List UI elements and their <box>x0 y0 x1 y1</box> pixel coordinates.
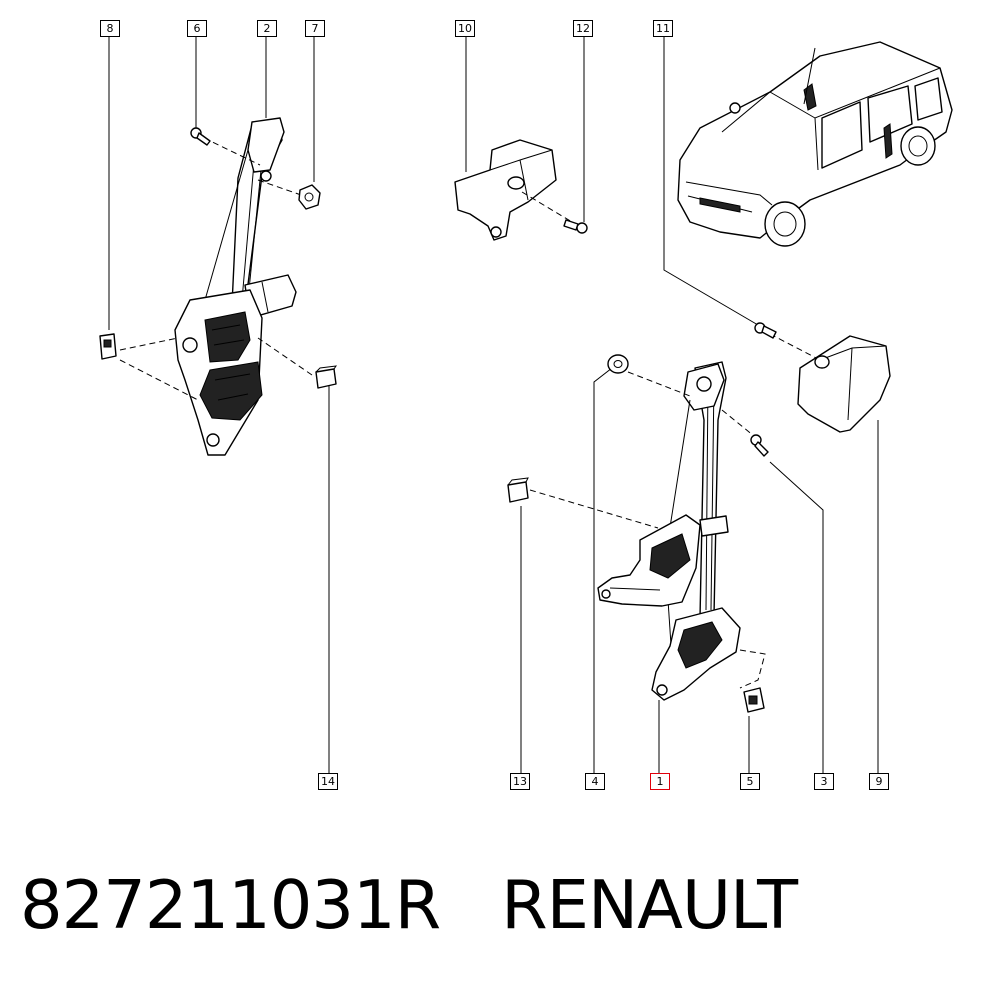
right-window-regulator <box>507 322 891 713</box>
callout-1: 1 <box>650 773 670 790</box>
callout-10: 10 <box>455 20 475 37</box>
callout-7: 7 <box>305 20 325 37</box>
callout-12: 12 <box>573 20 593 37</box>
screw-12 <box>563 219 588 234</box>
callout-5: 5 <box>740 773 760 790</box>
leader-lines-top <box>108 36 759 330</box>
brand-name: RENAULT <box>501 866 798 944</box>
callout-8: 8 <box>100 20 120 37</box>
clip-8 <box>99 333 117 360</box>
pad-14 <box>315 365 338 389</box>
nut-7 <box>298 184 321 210</box>
leader-lines-bottom <box>328 367 879 774</box>
clip-5 <box>743 687 765 713</box>
car-illustration <box>677 41 953 247</box>
callout-11: 11 <box>653 20 673 37</box>
screw-3 <box>750 434 769 457</box>
callout-4: 4 <box>585 773 605 790</box>
caption-spacer <box>440 866 501 944</box>
callout-13: 13 <box>510 773 530 790</box>
center-bracket-assembly <box>454 139 588 241</box>
bracket-9 <box>797 335 891 433</box>
callout-3: 3 <box>814 773 834 790</box>
part-number: 827211031R <box>20 866 441 944</box>
screw-11 <box>754 322 777 339</box>
callout-6: 6 <box>187 20 207 37</box>
callout-14: 14 <box>318 773 338 790</box>
left-window-regulator <box>99 117 338 456</box>
washer-4 <box>607 354 629 374</box>
screw-6 <box>190 127 211 146</box>
callout-2: 2 <box>257 20 277 37</box>
part-caption: 827211031R RENAULT <box>20 860 980 950</box>
callout-9: 9 <box>869 773 889 790</box>
pad-13 <box>507 477 529 503</box>
